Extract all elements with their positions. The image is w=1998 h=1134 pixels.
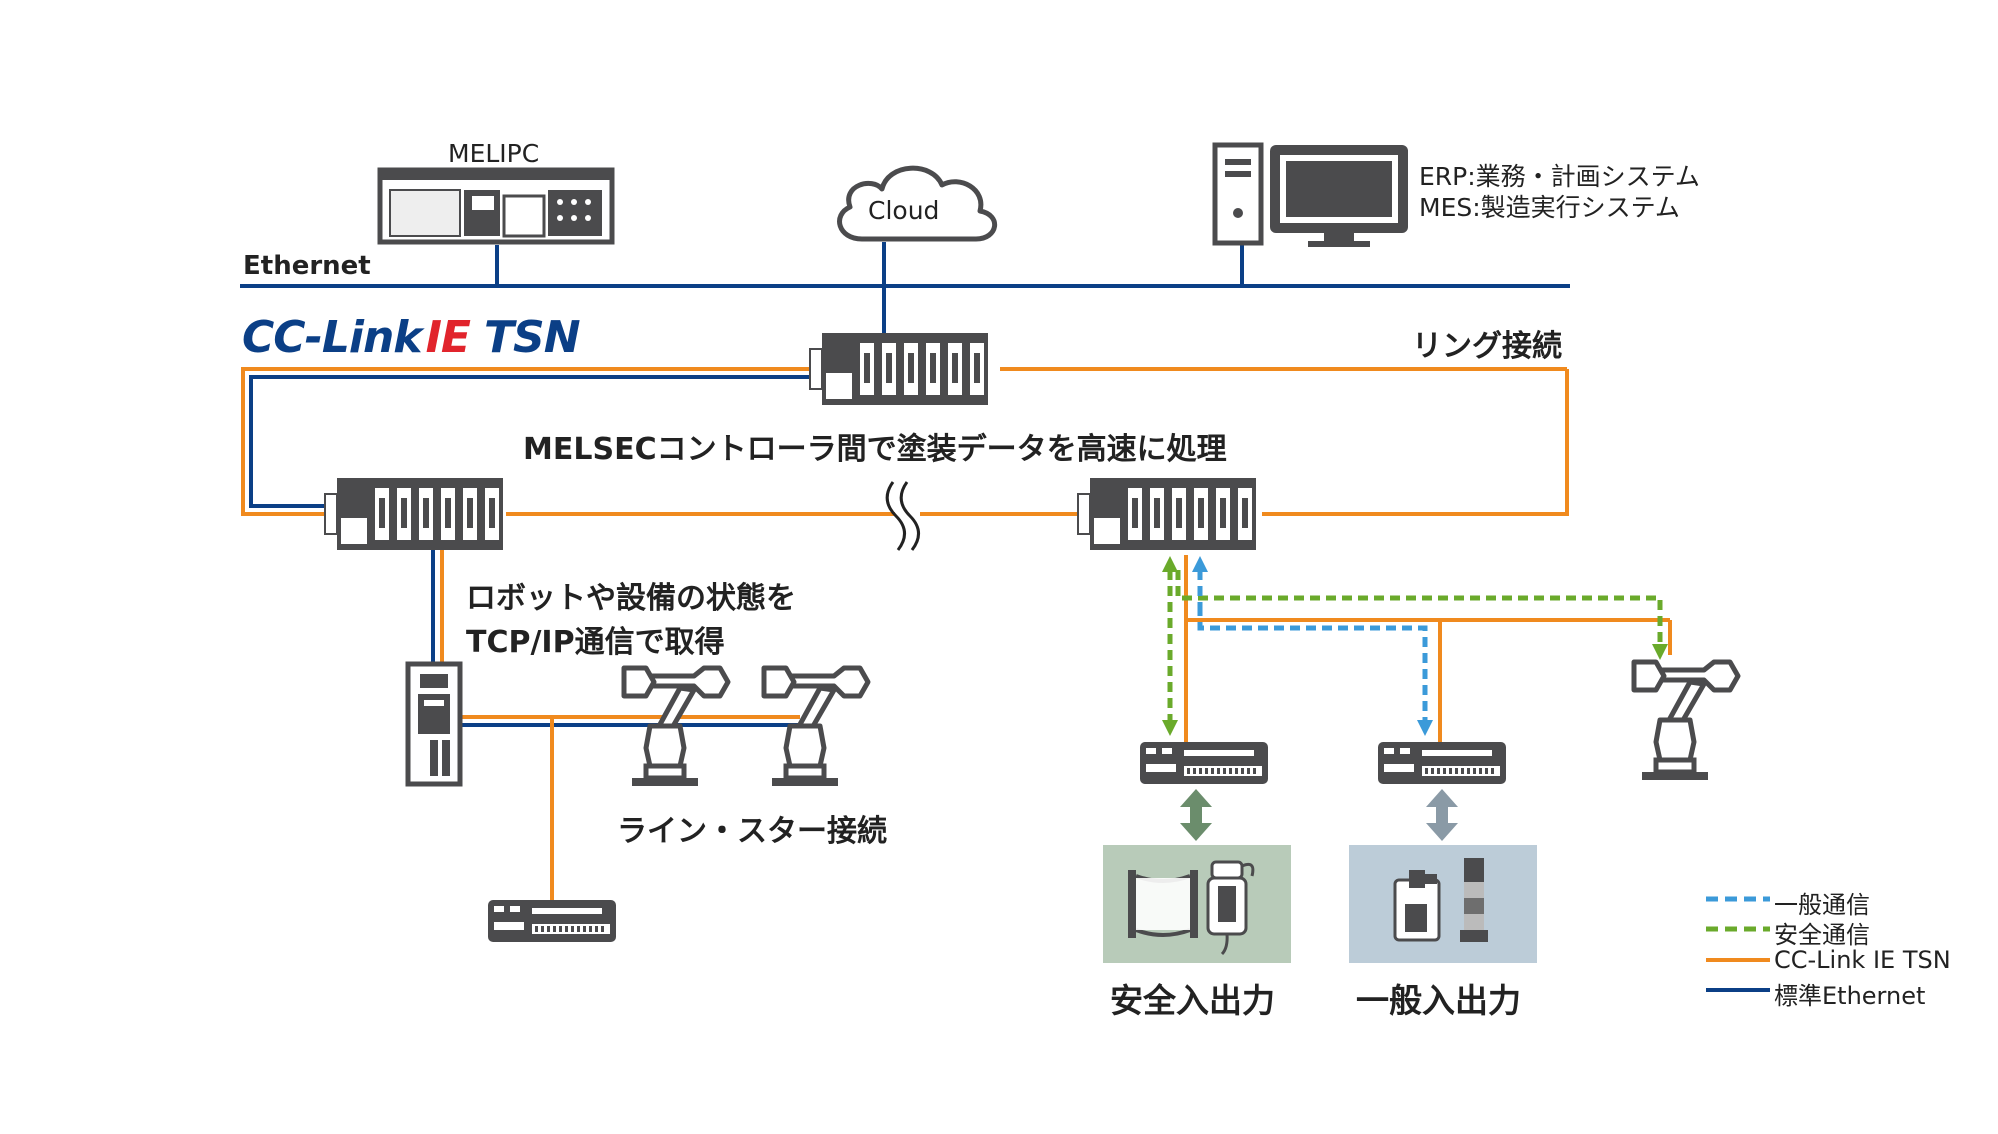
melipc-label: MELIPC: [448, 139, 540, 168]
io-module-icon: [488, 900, 616, 942]
legend-general-comm: 一般通信: [1774, 891, 1870, 919]
io-module-icon: [1378, 742, 1506, 784]
safety-io-arrow-icon: [1180, 789, 1212, 841]
safety-switch-icon: [1206, 860, 1255, 956]
safety-io-label: 安全入出力: [1110, 981, 1275, 1020]
legend-safety-comm: 安全通信: [1774, 921, 1870, 949]
mes-label: MES:製造実行システム: [1419, 193, 1680, 222]
pc-tower-icon: [1212, 142, 1264, 246]
cloud-label: Cloud: [868, 196, 940, 225]
plc-icon: [324, 477, 504, 551]
drive-icon: [405, 661, 463, 787]
line-star-label: ライン・スター接続: [617, 814, 887, 849]
tsn-ring: [241, 367, 820, 516]
melipc-icon: [377, 167, 615, 245]
melsec-label: MELSECコントローラ間で塗装データを高速に処理: [523, 432, 1227, 467]
brand-ie: IE: [425, 312, 471, 363]
io-module-icon: [1140, 742, 1268, 784]
cclink-logo: CC-LinkIE TSN: [242, 312, 581, 363]
cloud-icon: [837, 165, 998, 242]
general-io-panel: [1349, 845, 1537, 963]
light-curtain-icon: [1128, 870, 1198, 938]
legend: [1706, 896, 1770, 992]
general-comm-dashed: [1197, 570, 1428, 720]
general-io-label: 一般入出力: [1356, 981, 1521, 1020]
legend-standard-ethernet: 標準Ethernet: [1774, 982, 1926, 1010]
tsn-ring-right: [1262, 369, 1569, 516]
signal-tower-icon: [1460, 858, 1488, 942]
legend-cclink-tsn: CC-Link IE TSN: [1774, 946, 1951, 974]
brand-tsn: TSN: [484, 312, 581, 363]
brand-cclink: CC-Link: [242, 312, 423, 363]
robot-status-label-1: ロボットや設備の状態を: [466, 581, 796, 616]
plc-icon: [809, 332, 989, 406]
robot-arm-icon: [1634, 662, 1738, 780]
erp-label: ERP:業務・計画システム: [1419, 162, 1700, 191]
plc-icon: [1077, 477, 1257, 551]
general-io-arrow-icon: [1426, 789, 1458, 841]
ethernet-label: Ethernet: [243, 251, 371, 281]
break-mark-icon: [885, 481, 906, 551]
ethernet-ring-inner: [249, 375, 820, 508]
ring-label: リング接続: [1412, 329, 1562, 364]
monitor-icon: [1270, 145, 1408, 247]
door-switch-icon: [1393, 870, 1441, 942]
robot-status-label-2: TCP/IP通信で取得: [466, 625, 725, 660]
